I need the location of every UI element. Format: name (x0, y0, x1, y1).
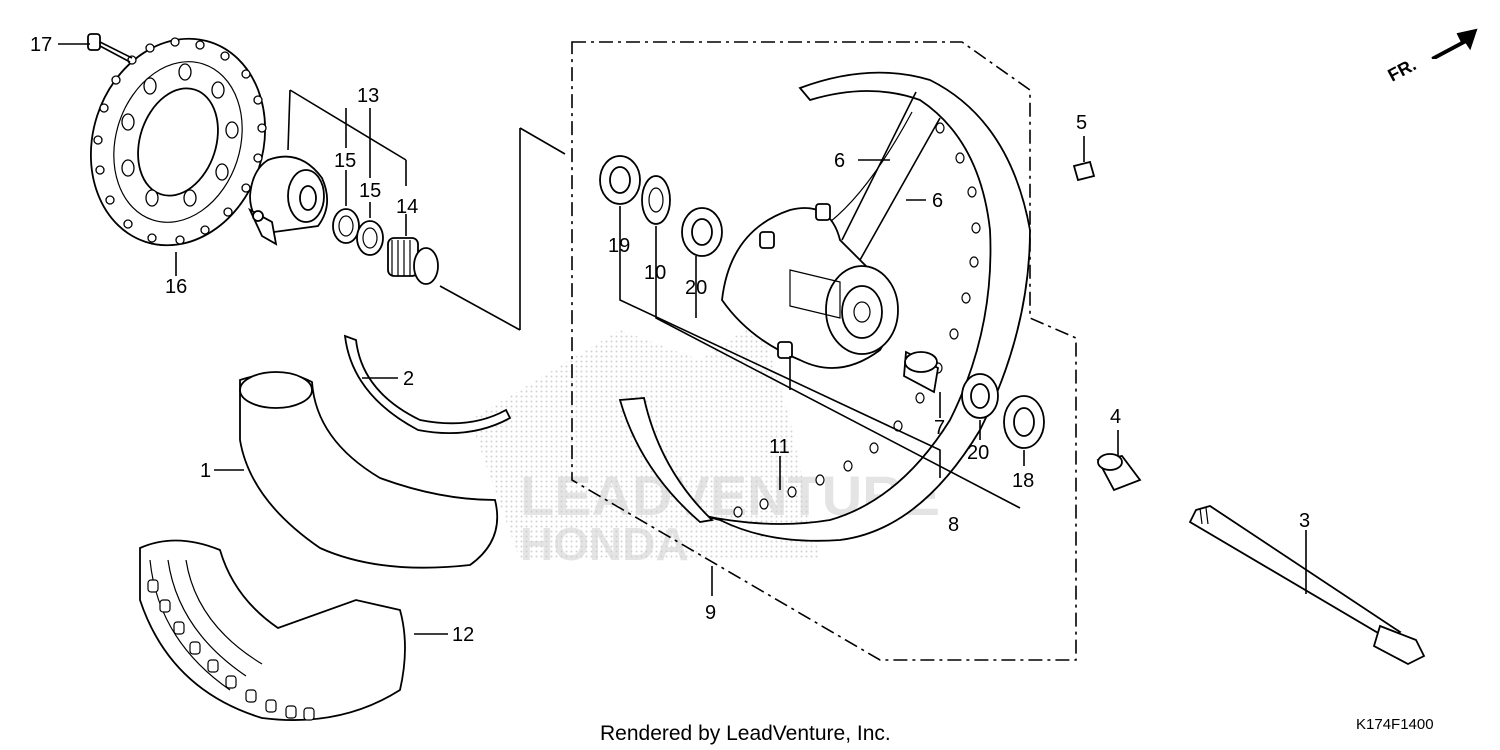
brake-disc (89, 37, 267, 247)
callout-3: 3 (1299, 510, 1310, 532)
fr-arrow-icon (1431, 28, 1478, 59)
inner-tube (239, 371, 499, 569)
callout-13: 13 (357, 85, 379, 107)
callout-10: 10 (644, 262, 666, 284)
callout-5: 5 (1076, 112, 1087, 134)
callout-1: 1 (200, 460, 211, 482)
callout-8: 8 (948, 514, 959, 536)
tire (139, 539, 406, 721)
callout-20a: 20 (685, 277, 707, 299)
leader-lines (58, 43, 1307, 635)
callout-9: 9 (705, 602, 716, 624)
front-axle (1188, 505, 1426, 666)
gearbox-assembly (248, 155, 439, 285)
right-hub-parts (903, 160, 1142, 492)
left-hub-parts (599, 155, 723, 257)
callout-11: 11 (769, 436, 790, 458)
rim-band (343, 334, 512, 435)
callout-labels: 17 16 13 15 15 14 2 1 12 19 10 20 6 6 5 … (30, 34, 1310, 646)
callout-20b: 20 (967, 442, 989, 464)
callout-17: 17 (30, 34, 52, 56)
front-wheel (618, 71, 1031, 542)
fr-label: FR. (1384, 54, 1419, 85)
figure-code: K174F1400 (1356, 716, 1434, 733)
callout-18: 18 (1012, 470, 1034, 492)
callout-15a: 15 (334, 150, 356, 172)
callout-12: 12 (452, 624, 474, 646)
credit-text: Rendered by LeadVenture, Inc. (600, 722, 891, 745)
callout-4: 4 (1110, 406, 1121, 428)
front-direction-indicator: FR. (1384, 28, 1478, 86)
callout-16: 16 (165, 276, 187, 298)
wheel-assembly-outline (439, 41, 1077, 661)
callout-14: 14 (396, 196, 418, 218)
callout-2: 2 (403, 368, 414, 390)
callout-6b: 6 (932, 190, 943, 212)
callout-7: 7 (934, 417, 945, 439)
watermark-honda-text: HONDA (520, 518, 689, 570)
callout-6a: 6 (834, 150, 845, 172)
disc-bolt (87, 33, 133, 63)
callout-15b: 15 (359, 180, 381, 202)
callout-19: 19 (608, 235, 630, 257)
